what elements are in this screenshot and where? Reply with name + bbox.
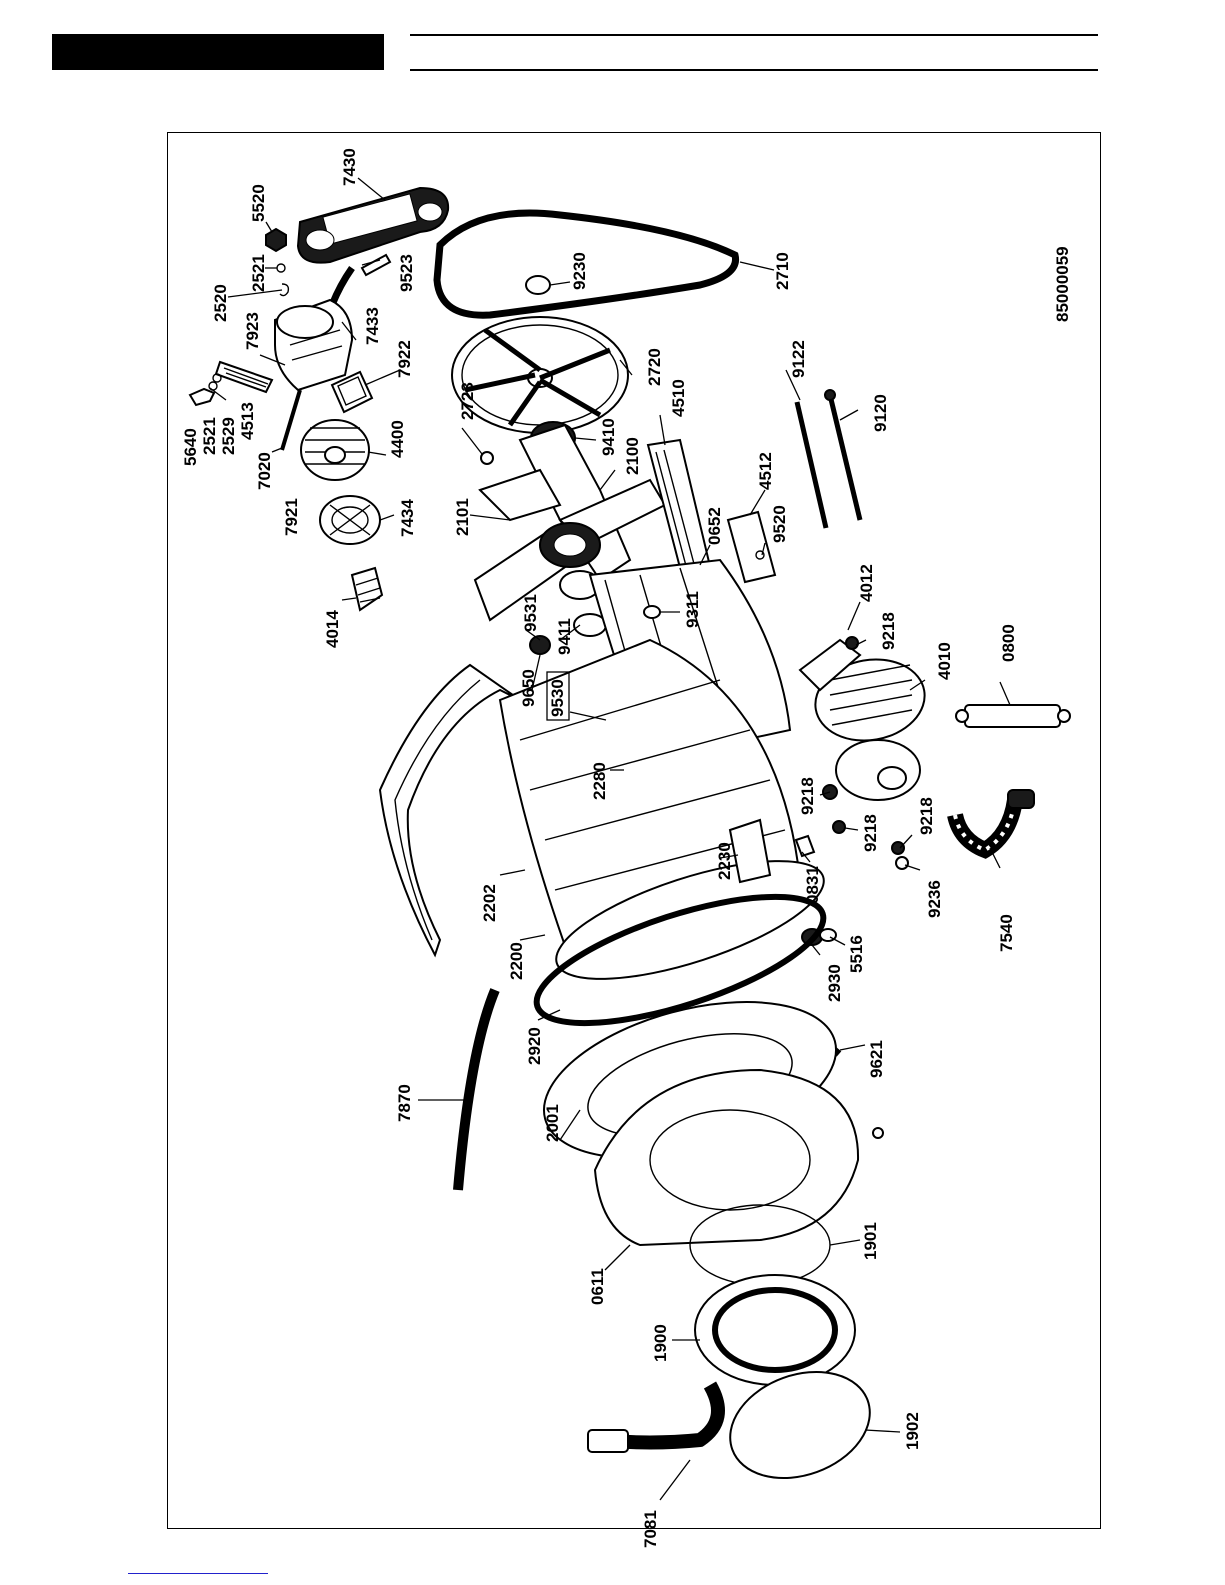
part-shapes (188, 186, 1071, 1480)
label-2529: 2529 (219, 417, 238, 455)
label-9520: 9520 (770, 505, 789, 543)
label-0800: 0800 (999, 624, 1018, 662)
label-2520: 2520 (211, 284, 230, 322)
label-5516: 5516 (847, 935, 866, 973)
label-4512: 4512 (756, 452, 775, 490)
part-labels: 7430 5520 2521 9523 2710 9230 2520 7923 … (181, 148, 1072, 1548)
motor-shape (274, 298, 354, 392)
label-0831: 0831 (803, 866, 822, 904)
label-2202: 2202 (480, 884, 499, 922)
label-4513: 4513 (238, 402, 257, 440)
label-9236: 9236 (925, 880, 944, 918)
label-9523: 9523 (397, 254, 416, 292)
pulley-shape (451, 316, 629, 434)
label-2230: 2230 (715, 842, 734, 880)
label-9218-d: 9218 (917, 797, 936, 835)
label-2100: 2100 (623, 437, 642, 475)
leader-lines (209, 177, 1011, 1501)
footer-link-underline[interactable] (128, 1553, 268, 1574)
label-5520: 5520 (249, 184, 268, 222)
label-2710: 2710 (773, 252, 792, 290)
label-4010: 4010 (935, 642, 954, 680)
brush-shape (350, 566, 384, 612)
label-9311: 9311 (683, 591, 702, 628)
filter-shape (300, 419, 370, 481)
pump-shape (319, 495, 381, 545)
front-panel-shape (593, 1068, 884, 1247)
drive-motor-shape (814, 658, 926, 801)
label-9218-c: 9218 (861, 814, 880, 852)
inlet-pipe-shape (587, 1381, 725, 1453)
label-9122: 9122 (789, 340, 808, 378)
header-rule-bottom (410, 69, 1098, 71)
label-9530: 9530 (548, 679, 567, 717)
label-7434: 7434 (398, 499, 417, 537)
drain-hose-shape (947, 789, 1035, 859)
hose-7870-shape (453, 988, 500, 1191)
label-2200: 2200 (507, 942, 526, 980)
label-7433: 7433 (363, 307, 382, 345)
document-id: 85000059 (1053, 246, 1072, 322)
label-9218-a: 9218 (879, 612, 898, 650)
label-2930: 2930 (825, 964, 844, 1002)
label-2720: 2720 (645, 348, 664, 386)
label-2001: 2001 (543, 1104, 562, 1142)
label-9120: 9120 (871, 394, 890, 432)
label-1900: 1900 (651, 1324, 670, 1362)
label-9411: 9411 (555, 618, 574, 655)
label-4012: 4012 (857, 564, 876, 602)
label-7020: 7020 (255, 452, 274, 490)
drum-shape (498, 638, 825, 980)
label-9410: 9410 (599, 418, 618, 456)
motor-bracket-shape (296, 186, 450, 264)
label-9621: 9621 (867, 1040, 886, 1078)
label-9531: 9531 (521, 594, 540, 632)
label-5640: 5640 (181, 428, 200, 466)
label-4510: 4510 (669, 379, 688, 417)
belt-shape (433, 209, 740, 319)
door-ring-shape (694, 1274, 856, 1386)
shaft-bearings (539, 522, 607, 637)
label-2101: 2101 (453, 498, 472, 536)
label-2521: 2521 (249, 254, 268, 292)
label-9650: 9650 (519, 669, 538, 707)
label-4400: 4400 (388, 420, 407, 458)
header-rule-top (410, 34, 1098, 36)
label-0611: 0611 (588, 1268, 607, 1305)
label-9230: 9230 (570, 252, 589, 290)
label-7870: 7870 (395, 1084, 414, 1122)
label-9530-box (546, 671, 570, 721)
label-7922: 7922 (395, 340, 414, 378)
shock-absorber-shape (955, 704, 1071, 728)
label-7921: 7921 (282, 498, 301, 536)
label-2920: 2920 (525, 1027, 544, 1065)
label-7081: 7081 (641, 1510, 660, 1548)
label-7923: 7923 (243, 312, 262, 350)
label-4014: 4014 (323, 610, 342, 648)
header-black-bar (52, 34, 384, 70)
label-7540: 7540 (997, 914, 1016, 952)
label-7430: 7430 (340, 148, 359, 186)
label-9218-b: 9218 (798, 777, 817, 815)
label-2723: 2723 (458, 382, 477, 420)
drum-back-sheet (378, 663, 521, 958)
label-1901: 1901 (861, 1222, 880, 1260)
label-1902: 1902 (903, 1412, 922, 1450)
label-2280: 2280 (590, 762, 609, 800)
diagram-frame (167, 132, 1101, 1529)
label-2521-b: 2521 (200, 417, 219, 455)
label-0652: 0652 (705, 507, 724, 545)
